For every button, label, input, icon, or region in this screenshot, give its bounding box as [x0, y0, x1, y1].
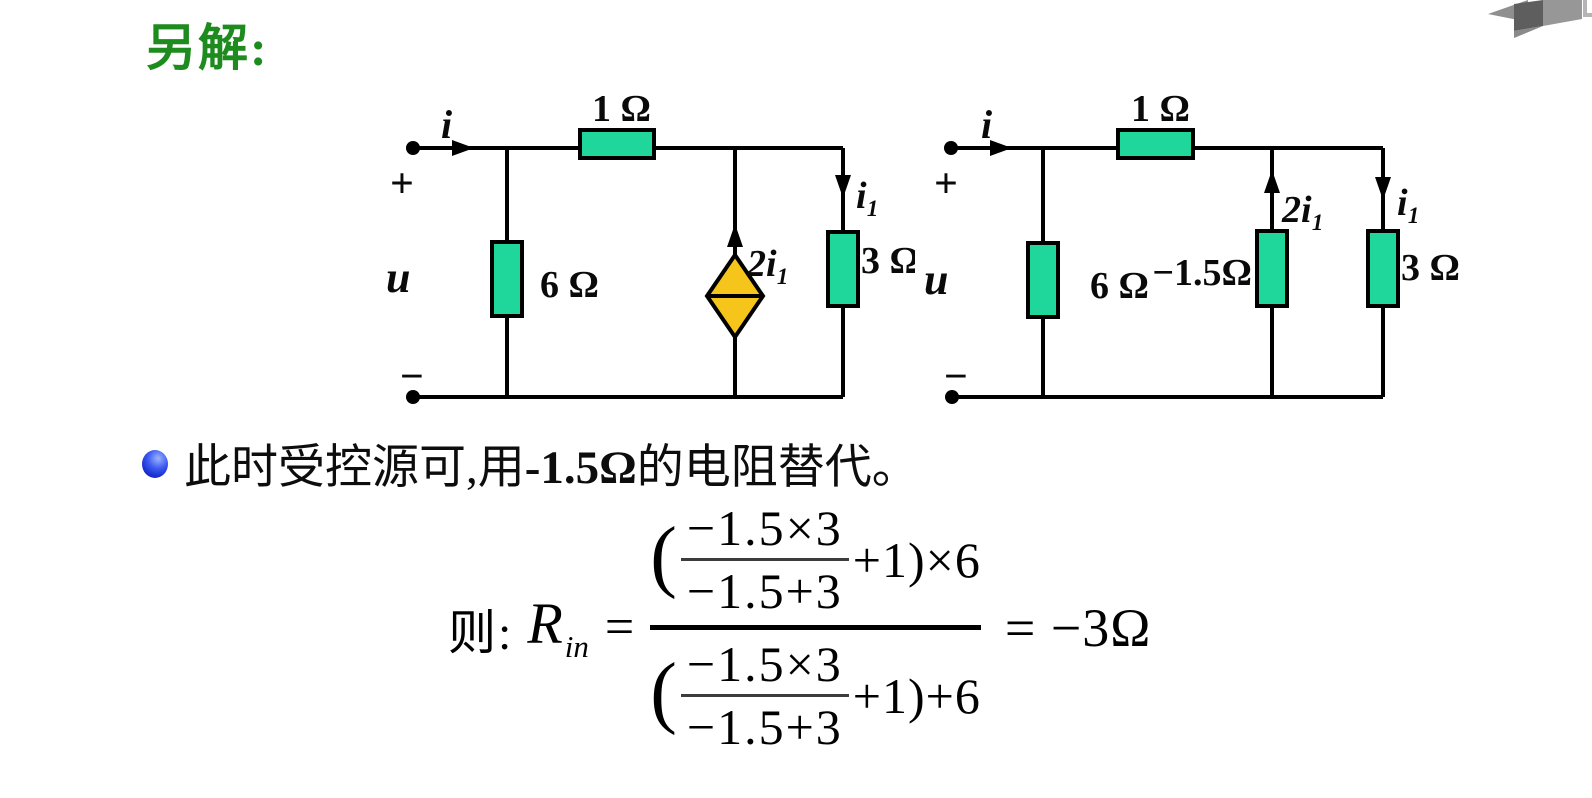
note-text-part1: 此时受控源可,用: [184, 442, 525, 494]
open-paren-denominator: (: [650, 647, 677, 736]
resistor-equiv-body: [1255, 229, 1289, 308]
branch-current-arrow-down: [1375, 177, 1391, 200]
source-current-arrow-up: [727, 224, 743, 247]
resistor-3ohm-body: [1366, 229, 1400, 308]
resistor-1ohm-body: [578, 128, 656, 160]
bullet-icon: [142, 449, 168, 478]
resistor-6ohm-body: [1026, 241, 1060, 319]
denominator-tail: +1)+6: [852, 667, 981, 724]
terminal-dot-top: [406, 141, 420, 155]
main-denominator: ( −1.5×3 −1.5+3 +1)+6: [650, 636, 981, 755]
circuit-diagram-with-source: i + u − 1 Ω 6 Ω 2i₁ i₁ 3 Ω: [386, 88, 915, 404]
resistor-3ohm-body: [826, 230, 860, 308]
rin-symbol: Rin: [527, 590, 589, 665]
rin-formula: 则: Rin = ( −1.5×3 −1.5+3 +1)×6 ( −1.5×3 …: [448, 500, 1151, 755]
input-current-arrow: [452, 140, 474, 156]
equiv-current-label: 2i₁: [1281, 189, 1325, 231]
logo-corner-frame-h: [1583, 13, 1592, 17]
minus-label: −: [944, 354, 968, 400]
page-title: 另解:: [146, 20, 269, 76]
formula-result: = −3Ω: [1004, 597, 1152, 658]
open-paren-numerator: (: [650, 511, 677, 600]
input-current-arrow: [990, 140, 1012, 156]
inner-num-top: −1.5×3: [686, 500, 843, 556]
inner-fraction-denominator: −1.5×3 −1.5+3: [680, 636, 849, 755]
inner-fraction-numerator: −1.5×3 −1.5+3: [680, 500, 849, 619]
resistor-6ohm-body: [490, 240, 524, 318]
terminal-dot-bottom: [945, 390, 959, 404]
inner-num-bottom: −1.5+3: [686, 563, 843, 619]
voltage-label: u: [924, 255, 948, 304]
inner-fraction-bar: [680, 694, 849, 697]
inner-fraction-bar: [680, 558, 849, 561]
input-current-label: i: [981, 102, 992, 147]
note-text-part3: 的电阻替代。: [636, 442, 919, 494]
resistor-3ohm-label: 3 Ω: [1401, 247, 1460, 289]
equiv-current-arrow-up: [1264, 170, 1280, 193]
corner-logo-icon: [1488, 0, 1592, 38]
branch-current-label: i₁: [856, 175, 880, 217]
inner-den-bottom: −1.5+3: [686, 699, 843, 755]
main-fraction-bar: [650, 625, 981, 630]
note-line: 此时受控源可,用-1.5Ω的电阻替代。: [142, 428, 919, 497]
terminal-dot-top: [944, 141, 958, 155]
plus-label: +: [390, 161, 414, 207]
dependent-source-label: 2i₁: [746, 243, 790, 285]
note-text: 此时受控源可,用-1.5Ω的电阻替代。: [184, 428, 919, 497]
terminal-dot-bottom: [406, 390, 420, 404]
logo-right-wing: [1543, 0, 1582, 26]
main-numerator: ( −1.5×3 −1.5+3 +1)×6: [650, 500, 981, 619]
resistor-6ohm-label: 6 Ω: [1090, 265, 1149, 307]
resistor-1ohm-label: 1 Ω: [1131, 88, 1190, 130]
plus-label: +: [934, 161, 958, 207]
resistor-1ohm-label: 1 Ω: [592, 88, 651, 130]
resistor-equiv-label: −1.5Ω: [1152, 252, 1252, 294]
numerator-tail: +1)×6: [852, 531, 981, 588]
rin-subscript: in: [564, 629, 589, 664]
main-fraction: ( −1.5×3 −1.5+3 +1)×6 ( −1.5×3 −1.5+3 +1…: [650, 500, 981, 755]
logo-corner-frame-v: [1583, 0, 1587, 17]
input-current-label: i: [441, 102, 452, 147]
resistor-1ohm-body: [1116, 128, 1195, 160]
formula-prefix: 则:: [448, 606, 514, 660]
logo-bottom-face: [1514, 26, 1543, 38]
branch-current-arrow-down: [835, 175, 851, 198]
equals-sign: =: [604, 599, 635, 656]
inner-den-top: −1.5×3: [686, 636, 843, 692]
minus-label: −: [400, 354, 424, 400]
branch-current-label: i₁: [1397, 182, 1421, 224]
circuit-diagram-equivalent: i + u − 1 Ω 6 Ω −1.5Ω 2i₁ i₁ 3 Ω: [924, 88, 1460, 404]
resistor-6ohm-label: 6 Ω: [540, 264, 599, 306]
rin-symbol-r: R: [527, 591, 563, 656]
resistor-3ohm-label: 3 Ω: [861, 240, 915, 282]
voltage-label: u: [386, 253, 410, 302]
note-text-value: -1.5Ω: [524, 442, 637, 494]
logo-front-face: [1514, 0, 1543, 31]
